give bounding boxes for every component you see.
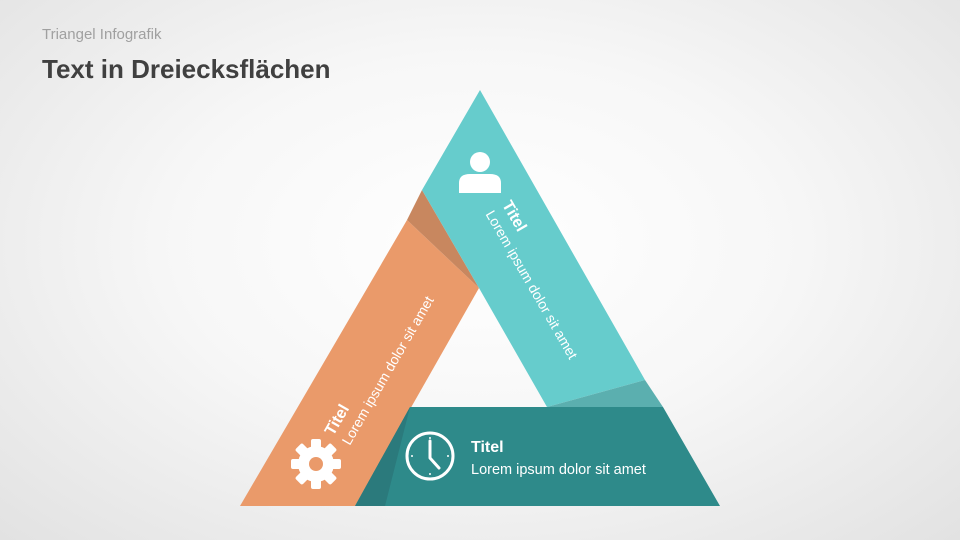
slide-title: Text in Dreiecksflächen <box>42 54 331 84</box>
slide-subtitle: Triangel Infografik <box>42 26 162 43</box>
segment-bottom-description: Lorem ipsum dolor sit amet <box>471 462 646 478</box>
user-icon <box>459 152 501 193</box>
clock-icon <box>405 431 455 481</box>
segment-bottom-title: Titel <box>471 439 504 456</box>
gear-icon <box>291 439 341 489</box>
segment-bottom-band <box>355 407 720 506</box>
segment-top-overlap <box>547 380 663 407</box>
segment-left-overlap <box>407 190 479 288</box>
segment-bottom-text: Titel Lorem ipsum dolor sit amet <box>471 437 646 481</box>
segment-bottom-shade <box>355 407 410 506</box>
segment-left-band <box>240 220 479 506</box>
